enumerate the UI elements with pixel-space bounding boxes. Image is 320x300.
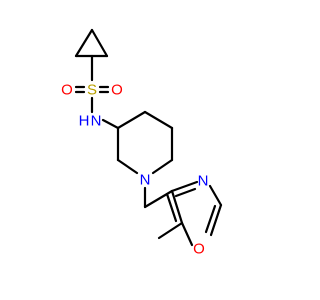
bonds xyxy=(74,28,223,247)
bond-cp2 xyxy=(74,28,94,58)
oxazole-nitrogen-atom: N xyxy=(198,173,209,190)
bond-ox-c2-o1-a xyxy=(209,203,223,237)
bond-ox-c4-n3-b xyxy=(174,187,197,198)
amide-hydrogen-atom: H xyxy=(79,113,90,130)
bond-methyl xyxy=(157,221,184,240)
bond-pip-5 xyxy=(116,158,139,175)
bond-n-c3 xyxy=(101,118,120,130)
bond-pip-1 xyxy=(116,110,147,130)
sulfur-atom: S xyxy=(87,82,97,99)
piperidine-nitrogen-atom: N xyxy=(140,172,151,189)
molecule-canvas: S O O N H N N O xyxy=(61,28,223,258)
bond-pip-4 xyxy=(151,158,174,175)
molecule-structure: S O O N H N N O xyxy=(61,28,223,258)
bond-ox-o1-c5 xyxy=(180,221,194,247)
bond-ox-n3-c2 xyxy=(208,184,223,207)
atom-labels: S O O N H N N O xyxy=(61,82,208,258)
bond-ox-c5-c4-b xyxy=(165,192,178,223)
bond-pip-2 xyxy=(143,110,174,130)
bond-ox-c5-c4-a xyxy=(170,189,184,225)
oxygen-right-atom: O xyxy=(111,82,123,99)
bond-cp3 xyxy=(90,28,109,58)
bond-ox-c4-n3-a xyxy=(170,180,199,193)
oxygen-left-atom: O xyxy=(61,82,73,99)
bond-ox-c2-o1-b xyxy=(204,204,217,234)
amide-nitrogen-atom: N xyxy=(91,113,102,130)
oxazole-oxygen-atom: O xyxy=(193,241,205,258)
